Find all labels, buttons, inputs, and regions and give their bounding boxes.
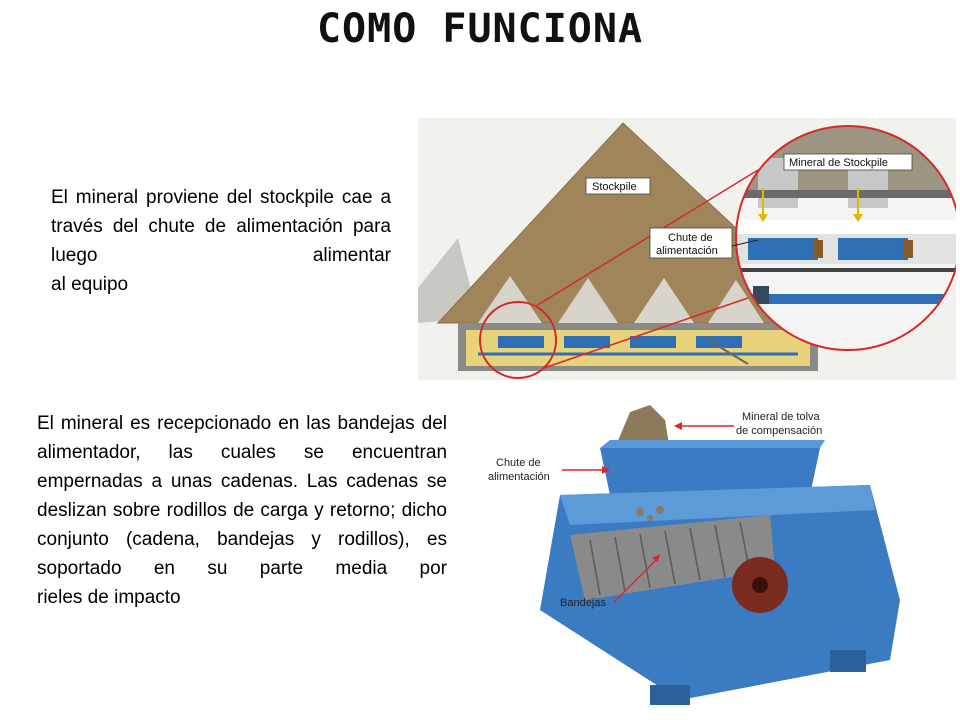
paragraph-line: El mineral proviene del stockpile: [51, 187, 334, 208]
label-chute-line1: Chute de: [496, 457, 541, 469]
ore-pile-icon: [615, 405, 670, 450]
paragraph-line: rodillos de carga y retorno; dicho: [166, 500, 447, 521]
label-mineral-stockpile: Mineral de Stockpile: [789, 157, 888, 169]
paragraph-line: rieles de impacto: [37, 587, 181, 608]
paragraph-line: soportado en su parte media por: [37, 558, 447, 579]
highlight-circle-small: [479, 301, 557, 379]
label-mineral-tolva-line2: de compensación: [736, 425, 822, 437]
paragraph-line: cae a través del chute de: [51, 187, 392, 237]
label-chute-line2: alimentación: [656, 245, 718, 257]
label-bandejas: Bandejas: [560, 597, 606, 609]
paragraph-line: encuentran empernadas a unas: [37, 442, 448, 492]
apron-feeder-illustration: Mineral de tolva de compensación Chute d…: [470, 400, 932, 718]
label-stockpile: Stockpile: [592, 181, 637, 193]
slide-title: COMO FUNCIONA: [316, 6, 644, 52]
paragraph-line: El mineral es recepcionado en las: [37, 413, 331, 434]
paragraph-feeder: El mineral es recepcionado en las bandej…: [37, 409, 447, 612]
label-chute-line1: Chute de: [668, 232, 713, 244]
paragraph-stockpile: El mineral proviene del stockpile cae a …: [51, 183, 391, 299]
label-chute-line2: alimentación: [488, 471, 550, 483]
label-mineral-tolva-line1: Mineral de tolva: [742, 411, 821, 423]
paragraph-line: al equipo: [51, 274, 129, 295]
paragraph-line: alimentación para luego alimentar: [51, 216, 392, 266]
stockpile-diagram: Stockpile Chute de alimentación Mineral …: [418, 118, 956, 380]
stockpile-pile: [438, 123, 838, 323]
paragraph-line: cadenas. Las cadenas se deslizan sobre: [37, 471, 447, 521]
zoom-circle: [735, 125, 956, 351]
paragraph-line: conjunto (cadena, bandejas y rodillos), …: [37, 529, 447, 550]
paragraph-line: bandejas del alimentador, las cuales se: [37, 413, 447, 463]
